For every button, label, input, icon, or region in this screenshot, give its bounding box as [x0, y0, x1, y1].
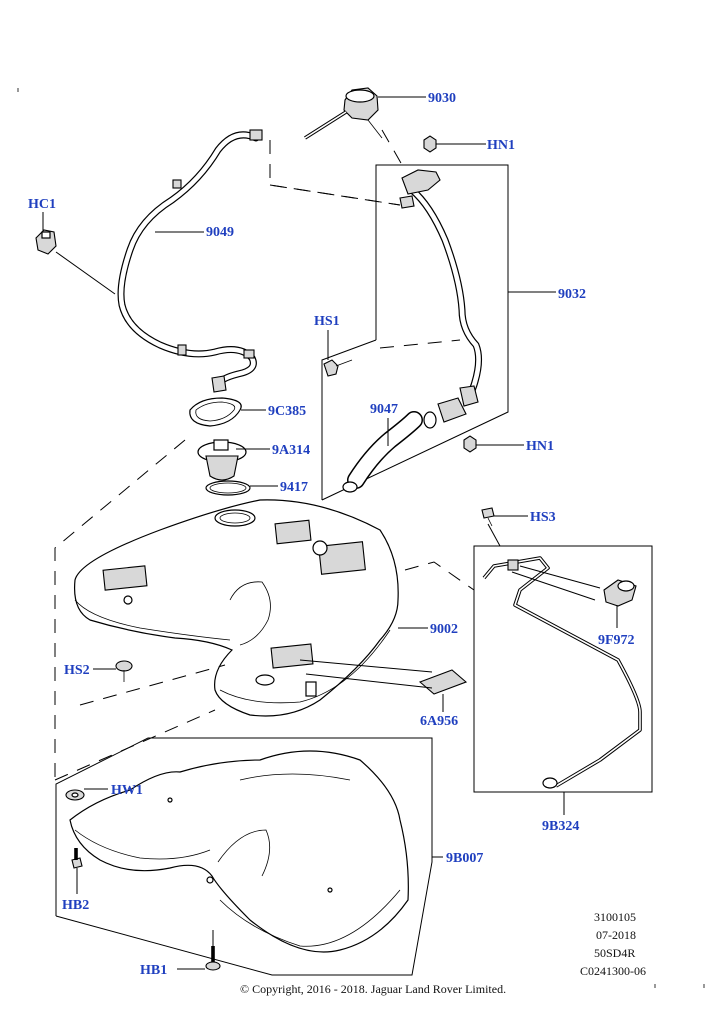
filler-pipe-part [399, 169, 483, 423]
fuel-sensor-part [603, 579, 637, 607]
diagram-model: 50SD4R [594, 946, 635, 960]
filler-hose-9047-part [342, 411, 437, 493]
pump-seal-part [205, 480, 251, 496]
callout-hn1-bottom: HN1 [526, 439, 554, 454]
copyright-notice: © Copyright, 2016 - 2018. Jaguar Land Ro… [240, 982, 506, 996]
screw-hs3-part [481, 507, 495, 527]
nut-hn1-bottom-part [463, 435, 477, 453]
bolt-hb1-part [205, 946, 221, 971]
fuel-tank-part [73, 499, 399, 717]
fuel-line-part [482, 556, 642, 789]
callout-9c385: 9C385 [268, 404, 306, 419]
lock-ring-part [189, 397, 242, 427]
diagram-code: 3100105 [594, 910, 636, 924]
callout-9a314: 9A314 [272, 443, 310, 458]
callout-9f972: 9F972 [598, 633, 635, 648]
filler-cap-part [304, 87, 383, 140]
callout-9b007: 9B007 [446, 851, 483, 866]
bolt-hb2-part [71, 848, 83, 869]
callout-9002: 9002 [430, 622, 458, 637]
callout-hs1: HS1 [314, 314, 340, 329]
callout-hc1: HC1 [28, 197, 56, 212]
screw-hs2-part [115, 660, 133, 682]
callout-hn1-top: HN1 [487, 138, 515, 153]
callout-9047: 9047 [370, 402, 398, 417]
vapour-hose-part [117, 129, 263, 393]
callout-9417: 9417 [280, 480, 308, 495]
screw-hs1-part [323, 359, 353, 377]
clip-hc1-part [35, 229, 57, 255]
nut-hn1-top-part [423, 135, 437, 153]
heat-shield-pad-part [418, 669, 468, 695]
callout-hb2: HB2 [62, 898, 89, 913]
callout-9030: 9030 [428, 91, 456, 106]
callout-hs2: HS2 [64, 663, 90, 678]
corner-marks [17, 88, 705, 988]
underbody-shield-part [69, 750, 409, 953]
callout-6a956: 6A956 [420, 714, 458, 729]
diagram-reference: C0241300-06 [580, 964, 646, 978]
fuel-pump-module-part [197, 439, 247, 481]
callout-hs3: HS3 [530, 510, 556, 525]
callout-hw1: HW1 [111, 783, 143, 798]
callout-hb1: HB1 [140, 963, 167, 978]
callout-9b324: 9B324 [542, 819, 579, 834]
washer-hw1-part [65, 789, 85, 801]
diagram-date: 07-2018 [596, 928, 636, 942]
callout-9049: 9049 [206, 225, 234, 240]
callout-9032: 9032 [558, 287, 586, 302]
